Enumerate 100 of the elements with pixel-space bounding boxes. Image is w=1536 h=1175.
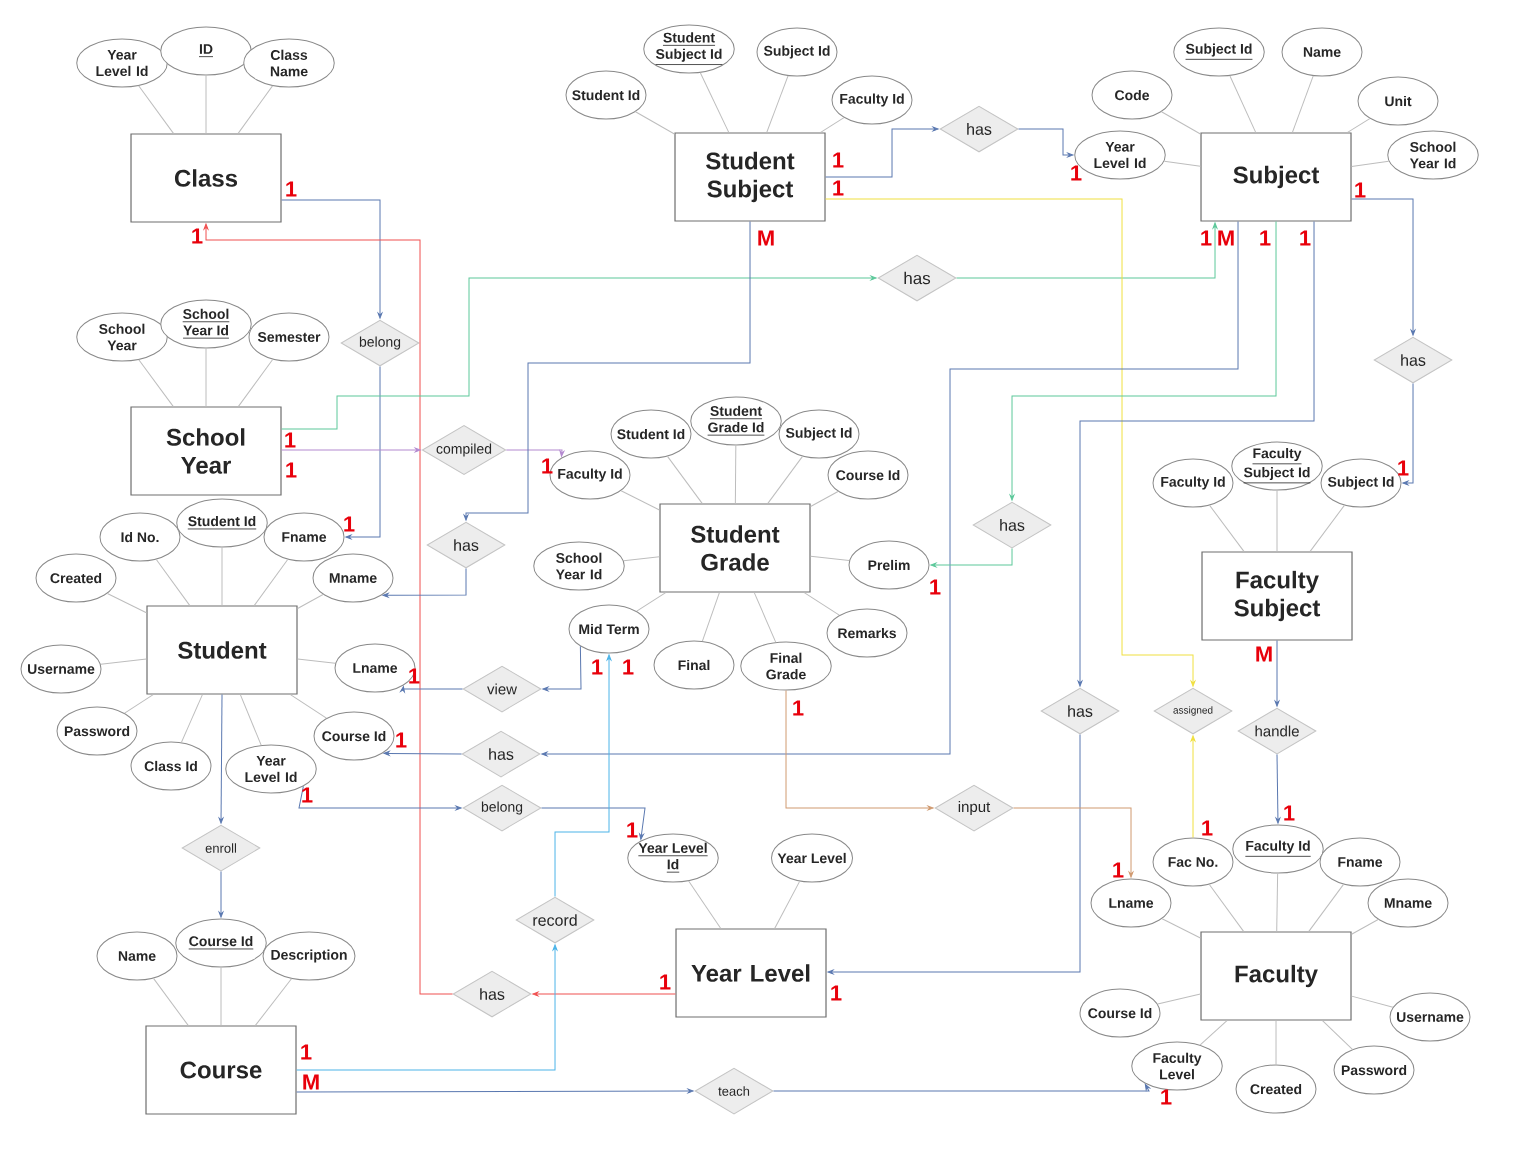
cardinality-label: 1	[286, 181, 297, 197]
attribute-line	[1351, 919, 1379, 935]
attribute-line	[1163, 160, 1201, 167]
attribute-line	[623, 556, 660, 562]
cardinality-label: 1	[344, 516, 355, 532]
cardinality-label: M	[1218, 230, 1234, 246]
relationship-arrow	[541, 807, 646, 840]
attribute-line	[253, 558, 289, 606]
relationship-arrow	[956, 222, 1218, 279]
attribute-line	[155, 558, 191, 606]
cardinality-label: 1	[793, 700, 804, 716]
attribute-line	[153, 977, 189, 1026]
attribute-line	[1275, 1020, 1277, 1065]
cardinality-label: 1	[1202, 820, 1213, 836]
cardinality-label: 1	[833, 180, 844, 196]
relationship-arrow	[1190, 735, 1196, 838]
attribute-line	[138, 359, 174, 407]
relationship-arrow	[825, 198, 1196, 687]
relationship-arrow	[345, 366, 381, 540]
attribute-line	[1208, 883, 1245, 932]
relationship-arrow	[827, 734, 1081, 975]
attribute-line	[667, 455, 703, 504]
attribute-line	[766, 75, 789, 133]
entity-box: Subject	[1200, 132, 1352, 222]
attribute-line	[1161, 111, 1201, 135]
relationship-arrow	[554, 654, 612, 897]
entity-box: Faculty Subject	[1201, 551, 1353, 641]
attribute-line	[753, 592, 777, 643]
cardinality-label: 1	[1201, 230, 1212, 246]
relationship-arrow	[1018, 128, 1074, 158]
attribute-line	[1199, 1020, 1228, 1046]
cardinality-label: 1	[1161, 1089, 1172, 1105]
attribute-line	[221, 547, 223, 606]
cardinality-label: 1	[286, 462, 297, 478]
cardinality-label: M	[1256, 646, 1272, 662]
cardinality-label: 1	[1260, 230, 1271, 246]
cardinality-label: 1	[1113, 862, 1124, 878]
cardinality-label: 1	[301, 1044, 312, 1060]
relationship-arrow	[296, 944, 558, 1071]
relationship-arrow	[930, 548, 1013, 568]
attribute-line	[254, 978, 292, 1026]
entity-box: Faculty	[1200, 931, 1352, 1021]
relationship-arrow	[1009, 221, 1277, 501]
attribute-line	[820, 117, 845, 133]
entity-box: Class	[130, 133, 282, 223]
relationship-arrow	[532, 991, 676, 997]
entity-box: Student Grade	[659, 503, 811, 593]
attribute-line	[1347, 118, 1371, 133]
relationship-arrow	[825, 126, 939, 178]
cardinality-label: 1	[623, 659, 634, 675]
relationship-arrow	[296, 1088, 694, 1094]
attribute-line	[180, 694, 203, 743]
relationship-arrow	[463, 221, 751, 521]
relationship-arrow	[542, 645, 582, 692]
attribute-line	[289, 694, 327, 719]
relationship-arrow	[218, 694, 224, 824]
cardinality-label: 1	[192, 228, 203, 244]
attribute-line	[1229, 75, 1257, 133]
cardinality-label: 1	[1300, 230, 1311, 246]
attribute-line	[620, 490, 660, 511]
attribute-line	[106, 593, 147, 614]
relationship-arrow	[785, 690, 934, 811]
attribute-line	[701, 592, 720, 642]
cardinality-label: 1	[396, 732, 407, 748]
relationship-arrow	[1274, 640, 1280, 707]
cardinality-label: 1	[285, 432, 296, 448]
relationship-arrow	[1351, 198, 1416, 336]
attribute-line	[1351, 995, 1394, 1008]
relationship-arrow	[203, 223, 453, 995]
attribute-line	[1291, 75, 1314, 133]
relationship-arrow	[298, 785, 462, 811]
attribute-line	[1161, 918, 1201, 939]
cardinality-label: 1	[1071, 165, 1082, 181]
cardinality-label: 1	[930, 579, 941, 595]
attribute-line	[1309, 504, 1345, 552]
entity-box: Course	[145, 1025, 297, 1115]
relationship-arrow	[383, 751, 462, 756]
attribute-line	[699, 72, 730, 133]
attribute-line	[688, 880, 722, 929]
attribute-line	[100, 658, 147, 665]
attribute-line	[124, 694, 154, 714]
cardinality-label: 1	[1355, 182, 1366, 198]
entity-box: Year Level	[675, 928, 827, 1018]
attribute-line	[1209, 504, 1245, 552]
attribute-line	[1157, 993, 1201, 1005]
attribute-line	[1308, 883, 1344, 932]
attribute-line	[1276, 490, 1278, 552]
relationship-arrow	[400, 686, 463, 693]
entity-box: School Year	[130, 406, 282, 496]
attribute-line	[297, 658, 336, 664]
attribute-line	[220, 967, 222, 1026]
attribute-line	[767, 455, 803, 504]
relationship-arrow	[1077, 221, 1315, 687]
attribute-line	[239, 694, 262, 746]
cardinality-label: 1	[1284, 805, 1295, 821]
relationship-arrow	[1275, 754, 1281, 824]
attribute-line	[803, 592, 840, 616]
cardinality-label: M	[758, 230, 774, 246]
relationship-arrow	[1013, 807, 1134, 878]
cardinality-label: 1	[592, 659, 603, 675]
